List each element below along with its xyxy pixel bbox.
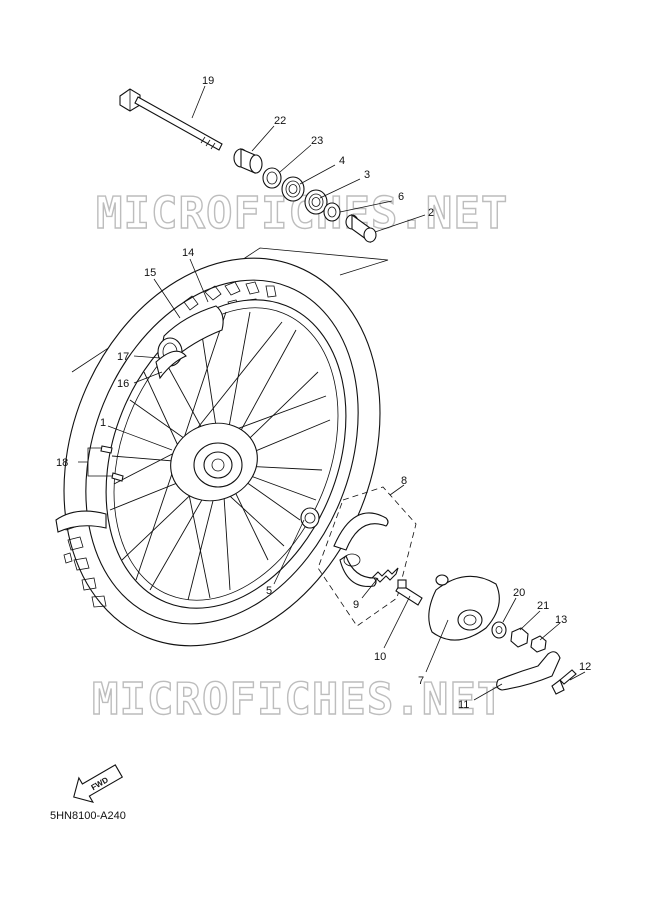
hub bbox=[170, 422, 258, 502]
callout-21: 21 bbox=[537, 600, 549, 612]
brake-lever bbox=[496, 651, 561, 691]
spacer bbox=[345, 213, 377, 244]
leader-lines bbox=[78, 85, 586, 701]
lever-nut bbox=[530, 635, 547, 653]
diagram-code: 5HN8100-A240 bbox=[50, 810, 126, 822]
callout-12: 12 bbox=[579, 661, 591, 673]
callout-14: 14 bbox=[182, 247, 194, 259]
brake-camshaft bbox=[395, 579, 423, 606]
brake-shoe-plate bbox=[428, 574, 500, 641]
callout-17: 17 bbox=[117, 351, 129, 363]
callout-5: 5 bbox=[266, 585, 272, 597]
callout-2: 2 bbox=[428, 207, 434, 219]
fwd-arrow-icon: FWD bbox=[73, 764, 124, 803]
callout-labels: 19 22 23 4 3 6 2 14 15 17 16 1 18 8 5 9 … bbox=[56, 75, 591, 711]
callout-9: 9 bbox=[353, 599, 359, 611]
callout-6: 6 bbox=[398, 191, 404, 203]
front-wheel-axle bbox=[119, 88, 223, 151]
rim-band bbox=[155, 350, 187, 380]
hub-bearing bbox=[300, 507, 320, 529]
lever-bolt bbox=[551, 669, 577, 695]
bearing-upper bbox=[281, 176, 305, 202]
axle-nut bbox=[510, 627, 529, 648]
callout-7: 7 bbox=[418, 675, 424, 687]
bearing-lower bbox=[304, 189, 328, 215]
watermark-bottom: MICROFICHES.NET bbox=[92, 674, 504, 725]
callout-19: 19 bbox=[202, 75, 214, 87]
collar bbox=[233, 148, 263, 174]
callout-4: 4 bbox=[339, 155, 345, 167]
callout-22: 22 bbox=[274, 115, 286, 127]
callout-8: 8 bbox=[401, 475, 407, 487]
callout-10: 10 bbox=[374, 651, 386, 663]
spoke-nipples bbox=[100, 445, 124, 482]
callout-20: 20 bbox=[513, 587, 525, 599]
brake-spring bbox=[370, 567, 399, 583]
circlip bbox=[323, 202, 341, 222]
washer bbox=[491, 621, 507, 639]
callout-13: 13 bbox=[555, 614, 567, 626]
callout-1: 1 bbox=[100, 417, 106, 429]
callout-11: 11 bbox=[458, 699, 469, 711]
callout-16: 16 bbox=[117, 378, 129, 390]
rim-inner bbox=[113, 307, 339, 601]
brake-shoe-kit-outline bbox=[317, 486, 417, 627]
callout-3: 3 bbox=[364, 169, 370, 181]
brake-shoes bbox=[333, 512, 389, 588]
callout-23: 23 bbox=[311, 135, 323, 147]
callout-18: 18 bbox=[56, 457, 68, 469]
callout-15: 15 bbox=[144, 267, 156, 279]
oil-seal bbox=[262, 167, 282, 189]
